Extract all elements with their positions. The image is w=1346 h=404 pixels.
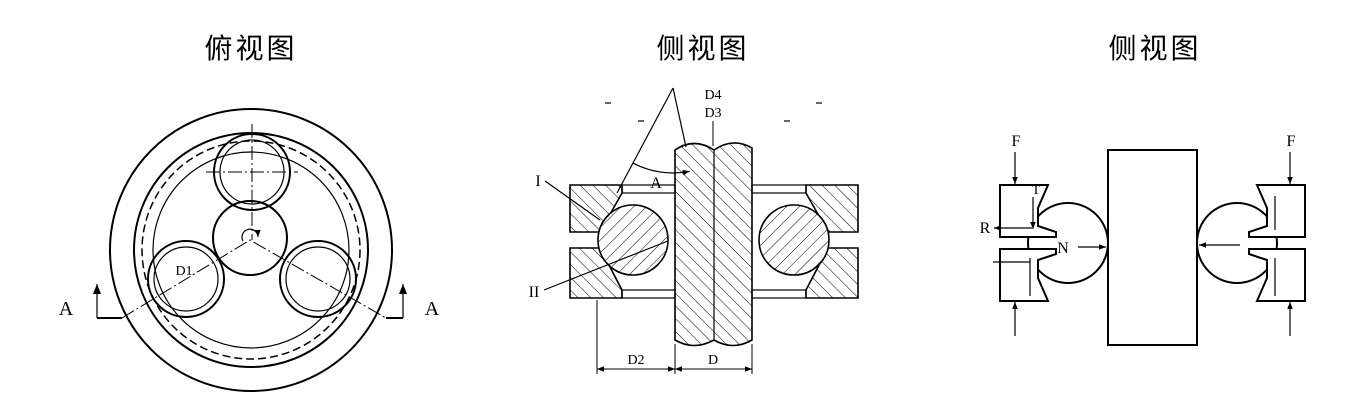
- ball-left-inner-circle: [153, 246, 219, 312]
- upper-right-plate: [805, 184, 859, 233]
- ball-left-outline: [147, 240, 225, 318]
- part-label-1: I: [535, 173, 540, 190]
- force-label-f-left: F: [1012, 133, 1021, 150]
- force-ball-right: [1196, 202, 1278, 284]
- lower-left-plate: [569, 247, 623, 299]
- side-view-section: 侧视图 D4 D3 A I: [529, 32, 859, 374]
- rotation-arrow: [241, 228, 261, 242]
- angle-label: A: [650, 175, 662, 192]
- race-dashed-circle: [141, 140, 361, 360]
- force-label-t: T: [1032, 183, 1041, 198]
- side-view-1-title: 侧视图: [656, 32, 749, 65]
- force-label-r: R: [980, 220, 991, 237]
- angle-leader-1: [616, 87, 674, 194]
- force-label-n: N: [1057, 240, 1069, 257]
- dimension-label-d: D: [708, 353, 718, 368]
- shaft: [674, 142, 753, 347]
- dimension-label-d2: D2: [627, 353, 644, 368]
- angle-leader-2: [672, 87, 687, 148]
- lower-right-clamp: [1248, 248, 1306, 302]
- section-ball-left: [597, 204, 669, 276]
- upper-right-plate-strip: [751, 184, 807, 194]
- ball-left: [147, 240, 225, 318]
- section-line-a-a: [93, 239, 407, 319]
- center-shaft-rectangle: [1107, 149, 1198, 346]
- part-label-2: II: [529, 284, 540, 301]
- race-plates: [569, 184, 859, 299]
- lower-right-plate: [805, 247, 859, 299]
- force-arrows: [994, 152, 1293, 336]
- right-clamps: [1248, 184, 1306, 302]
- section-label-left: A: [59, 298, 74, 320]
- part-1-leader: [544, 180, 601, 221]
- part-2-leader: [543, 240, 669, 291]
- bottom-dimensions: [596, 300, 753, 374]
- lower-right-plate-strip: [751, 289, 807, 299]
- left-clamps: [993, 184, 1057, 302]
- section-label-right: A: [425, 298, 440, 320]
- section-cut-line: [121, 239, 387, 319]
- center-shaft-circle: [212, 200, 288, 276]
- side-view-2-title: 侧视图: [1108, 32, 1201, 65]
- force-label-f-right: F: [1287, 133, 1296, 150]
- race-outer-circle: [133, 132, 369, 368]
- label-d3: D3: [704, 106, 721, 121]
- top-view: 俯视图 A A D1: [59, 32, 440, 392]
- contact-angle: [616, 87, 690, 194]
- ball-right-outline: [279, 240, 357, 318]
- housing-outer-circle: [109, 108, 393, 392]
- top-view-title: 俯视图: [204, 32, 297, 65]
- upper-right-clamp: [1248, 184, 1306, 238]
- ball-right-inner-circle: [285, 246, 351, 312]
- diameter-label-d1: D1: [175, 264, 192, 279]
- section-ball-right: [758, 204, 830, 276]
- lower-left-plate-strip: [621, 289, 676, 299]
- label-d4: D4: [704, 88, 721, 103]
- race-inner-circle: [152, 151, 350, 349]
- angle-arc: [632, 162, 690, 176]
- upper-left-clamp: [999, 184, 1057, 238]
- ball-right: [279, 240, 357, 318]
- upper-left-plate-strip: [621, 184, 676, 194]
- force-ball-left: [1027, 202, 1109, 284]
- side-view-forces: 侧视图 F F T R N: [980, 32, 1306, 346]
